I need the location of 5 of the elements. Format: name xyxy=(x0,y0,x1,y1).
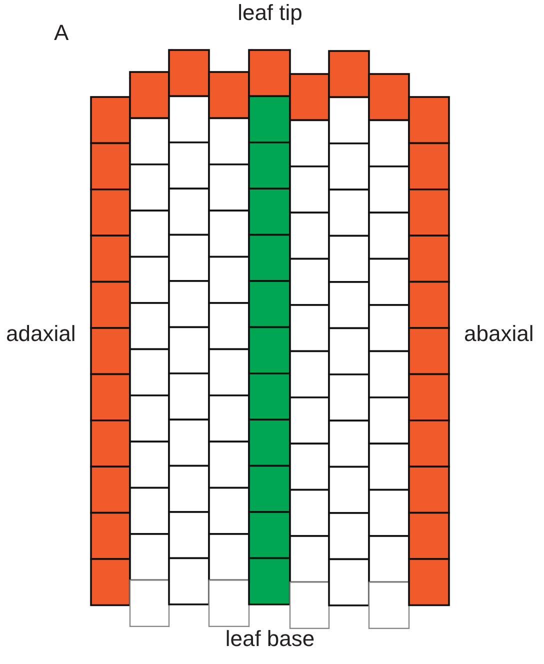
axis-label: adaxial xyxy=(6,323,76,345)
axis-label: leaf base xyxy=(224,628,316,650)
axis-label: abaxial xyxy=(464,323,534,345)
panel-letter: A xyxy=(54,22,69,44)
axis-label: leaf tip xyxy=(236,2,304,24)
